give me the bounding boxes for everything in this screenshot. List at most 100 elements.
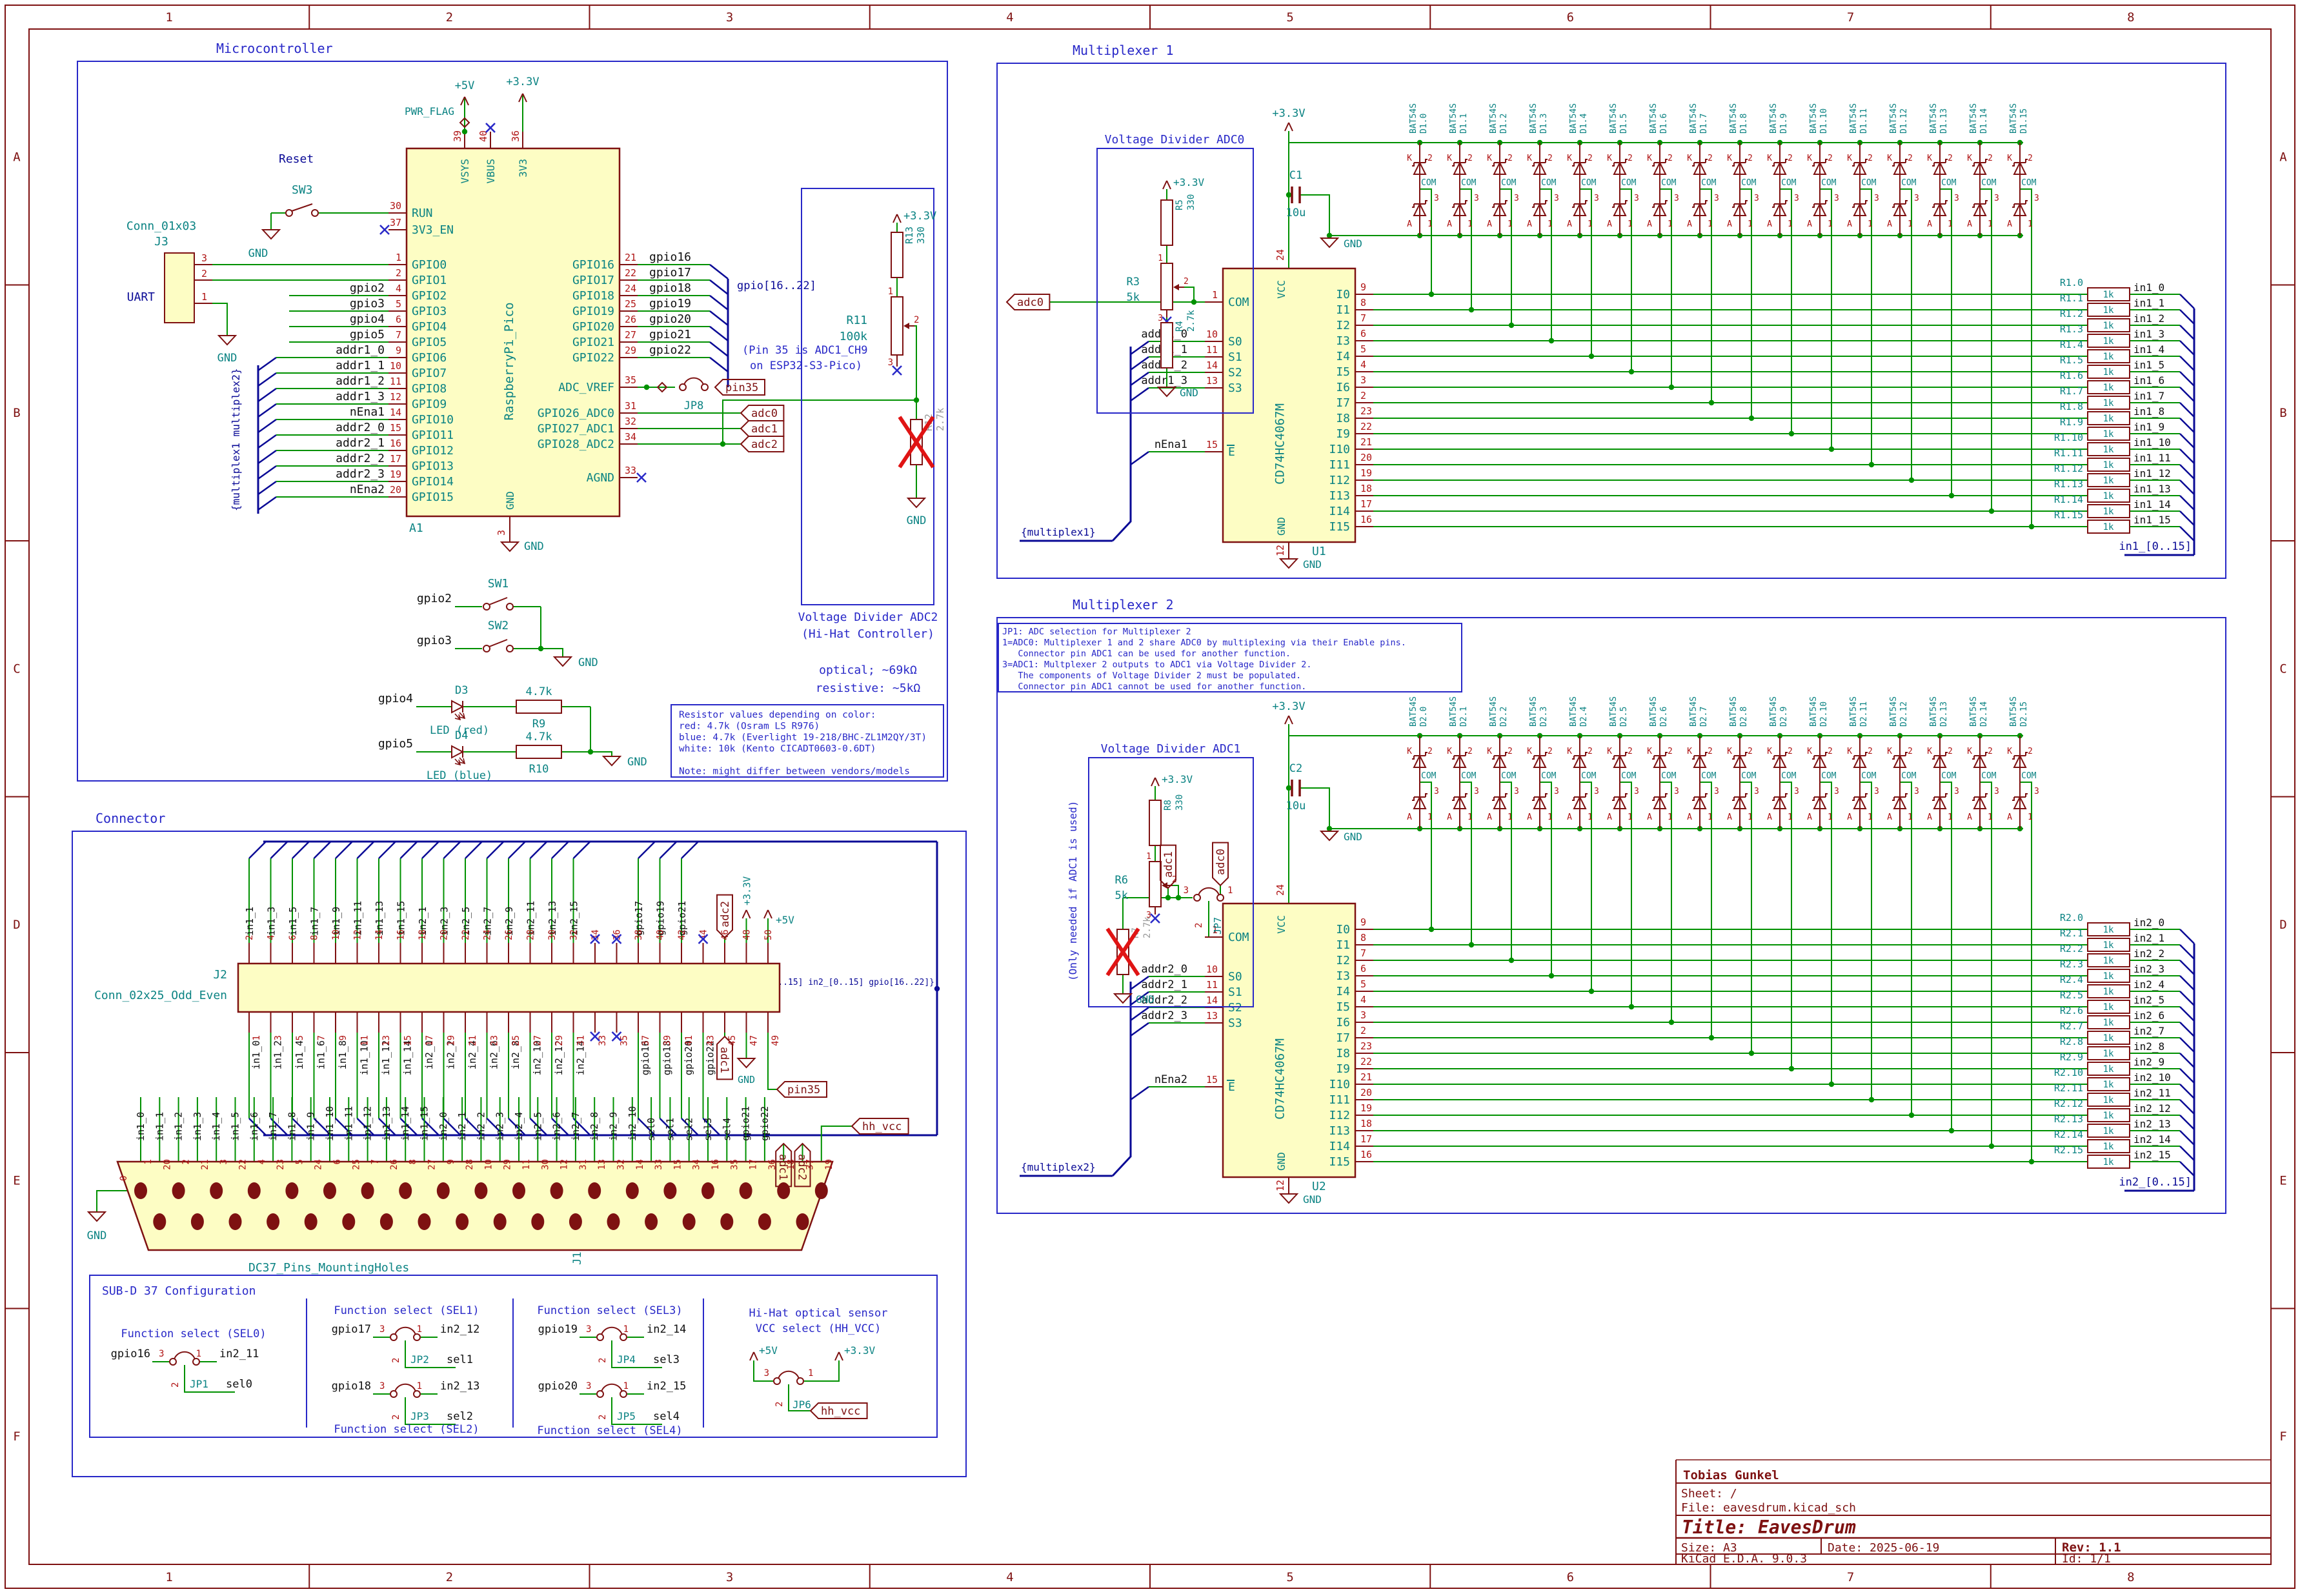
ic-raspberrypi-pico[interactable]: RaspberryPi_PicoA130RUN373V3_EN1GPIO02GP… bbox=[388, 130, 638, 542]
svg-text:in2_4: in2_4 bbox=[2134, 978, 2164, 991]
svg-text:GND: GND bbox=[1275, 517, 1287, 536]
svg-text:D3: D3 bbox=[455, 684, 468, 697]
svg-text:COM: COM bbox=[1861, 771, 1877, 781]
svg-text:4: 4 bbox=[1360, 994, 1366, 1005]
svg-text:in1_9: in1_9 bbox=[305, 1112, 317, 1141]
svg-text:BAT54S: BAT54S bbox=[1969, 103, 1979, 134]
svg-text:3: 3 bbox=[1184, 885, 1189, 896]
svg-text:K: K bbox=[1807, 747, 1812, 756]
wires-micro[interactable]: gpio2gpio3gpio4gpio5addr1_0addr1_1addr1_… bbox=[212, 94, 920, 756]
svg-text:7: 7 bbox=[1360, 312, 1366, 324]
hier-label-pin35[interactable]: pin35 bbox=[714, 379, 765, 396]
svg-text:gpio21: gpio21 bbox=[740, 1106, 752, 1141]
svg-text:12: 12 bbox=[353, 929, 363, 940]
ic-u1[interactable]: CD74HC4067M24VCC12GNDU11COM10S011S114S21… bbox=[1205, 249, 1373, 559]
hier-label-adc1[interactable]: adc1 bbox=[740, 420, 785, 437]
hier-label-adc2[interactable]: adc2 bbox=[716, 894, 733, 939]
svg-text:22: 22 bbox=[625, 267, 636, 279]
svg-text:10u: 10u bbox=[1286, 800, 1306, 813]
hier-label-adc2[interactable]: adc2 bbox=[794, 1142, 811, 1187]
svg-text:VBUS: VBUS bbox=[485, 159, 497, 184]
svg-text:29: 29 bbox=[554, 1035, 565, 1046]
hier-adc0-mux1[interactable]: adc0 bbox=[1005, 294, 1051, 310]
svg-text:15: 15 bbox=[1206, 1074, 1218, 1086]
svg-text:GPIO28_ADC2: GPIO28_ADC2 bbox=[538, 438, 614, 451]
svg-text:2: 2 bbox=[1468, 154, 1473, 163]
svg-text:2: 2 bbox=[1868, 154, 1873, 163]
svg-text:A: A bbox=[1687, 813, 1692, 822]
svg-text:1k: 1k bbox=[2103, 1111, 2114, 1121]
hier-label-adc0[interactable]: adc0 bbox=[1212, 842, 1229, 887]
svg-text:addr2_1: addr2_1 bbox=[1141, 978, 1187, 991]
hier-label-hh_vcc[interactable]: hh_vcc bbox=[851, 1118, 909, 1135]
svg-text:2: 2 bbox=[181, 1159, 192, 1164]
svg-text:GPIO15: GPIO15 bbox=[412, 490, 454, 504]
svg-text:in2_15: in2_15 bbox=[569, 901, 580, 936]
svg-text:19: 19 bbox=[1360, 467, 1372, 479]
svg-text:addr2_1: addr2_1 bbox=[336, 436, 385, 450]
svg-text:in1_6: in1_6 bbox=[2134, 374, 2164, 387]
svg-text:R6: R6 bbox=[1115, 874, 1128, 887]
svg-text:1: 1 bbox=[1948, 219, 1953, 229]
ic-u2[interactable]: CD74HC4067M24VCC12GNDU21COM10S011S114S21… bbox=[1205, 884, 1373, 1194]
svg-text:1: 1 bbox=[1708, 813, 1713, 822]
svg-text:in2_11: in2_11 bbox=[525, 901, 537, 936]
svg-text:D1.10: D1.10 bbox=[1819, 108, 1829, 134]
resistors-mux2[interactable]: 1kR2.01kR2.11kR2.21kR2.31kR2.41kR2.51kR2… bbox=[2054, 912, 2130, 1169]
svg-text:D1.7: D1.7 bbox=[1699, 114, 1709, 134]
svg-text:4.7k: 4.7k bbox=[526, 685, 552, 698]
svg-text:3: 3 bbox=[1874, 194, 1879, 203]
hier-label-adc1[interactable]: adc1 bbox=[1160, 844, 1176, 889]
hier-label-hh_vcc[interactable]: hh_vcc bbox=[809, 1402, 868, 1419]
svg-text:K: K bbox=[1487, 747, 1492, 756]
svg-text:2: 2 bbox=[1868, 747, 1873, 756]
svg-text:18: 18 bbox=[1360, 483, 1372, 494]
svg-text:1: 1 bbox=[143, 1159, 154, 1164]
svg-text:R3: R3 bbox=[1127, 276, 1140, 288]
wires-mux2[interactable]: addr2_0addr2_1addr2_2addr2_3nEna2{multip… bbox=[1020, 724, 2195, 1192]
svg-text:COM: COM bbox=[1981, 771, 1997, 781]
hier-label-adc0[interactable]: adc0 bbox=[740, 405, 785, 421]
hier-label-adc1[interactable]: adc1 bbox=[716, 1035, 733, 1080]
svg-text:D: D bbox=[13, 918, 20, 932]
svg-text:gpio17: gpio17 bbox=[332, 1323, 371, 1336]
svg-text:gpio2: gpio2 bbox=[417, 592, 452, 605]
svg-text:in1_15: in1_15 bbox=[2134, 514, 2171, 526]
svg-text:gpio18: gpio18 bbox=[649, 281, 691, 295]
svg-text:COM: COM bbox=[1228, 931, 1249, 944]
hier-label-pin35[interactable]: pin35 bbox=[776, 1081, 827, 1098]
wires-connector[interactable]: {in1_[0..15] in2_[0..15] gpio[16..22]}in… bbox=[96, 840, 940, 1425]
svg-text:in2_10: in2_10 bbox=[627, 1106, 638, 1141]
hier-label-adc2[interactable]: adc2 bbox=[740, 436, 785, 452]
hier-label-adc0[interactable]: adc0 bbox=[1005, 294, 1051, 310]
svg-text:R1.0: R1.0 bbox=[2060, 277, 2083, 288]
resistors-mux1[interactable]: 1kR1.01kR1.11kR1.21kR1.31kR1.41kR1.51kR1… bbox=[2054, 277, 2130, 534]
svg-text:21: 21 bbox=[1360, 1071, 1372, 1083]
svg-text:gpio16: gpio16 bbox=[111, 1348, 150, 1360]
svg-text:BAT54S: BAT54S bbox=[1649, 696, 1659, 727]
svg-text:JP3: JP3 bbox=[410, 1410, 429, 1422]
svg-text:R2.8: R2.8 bbox=[2060, 1036, 2083, 1047]
